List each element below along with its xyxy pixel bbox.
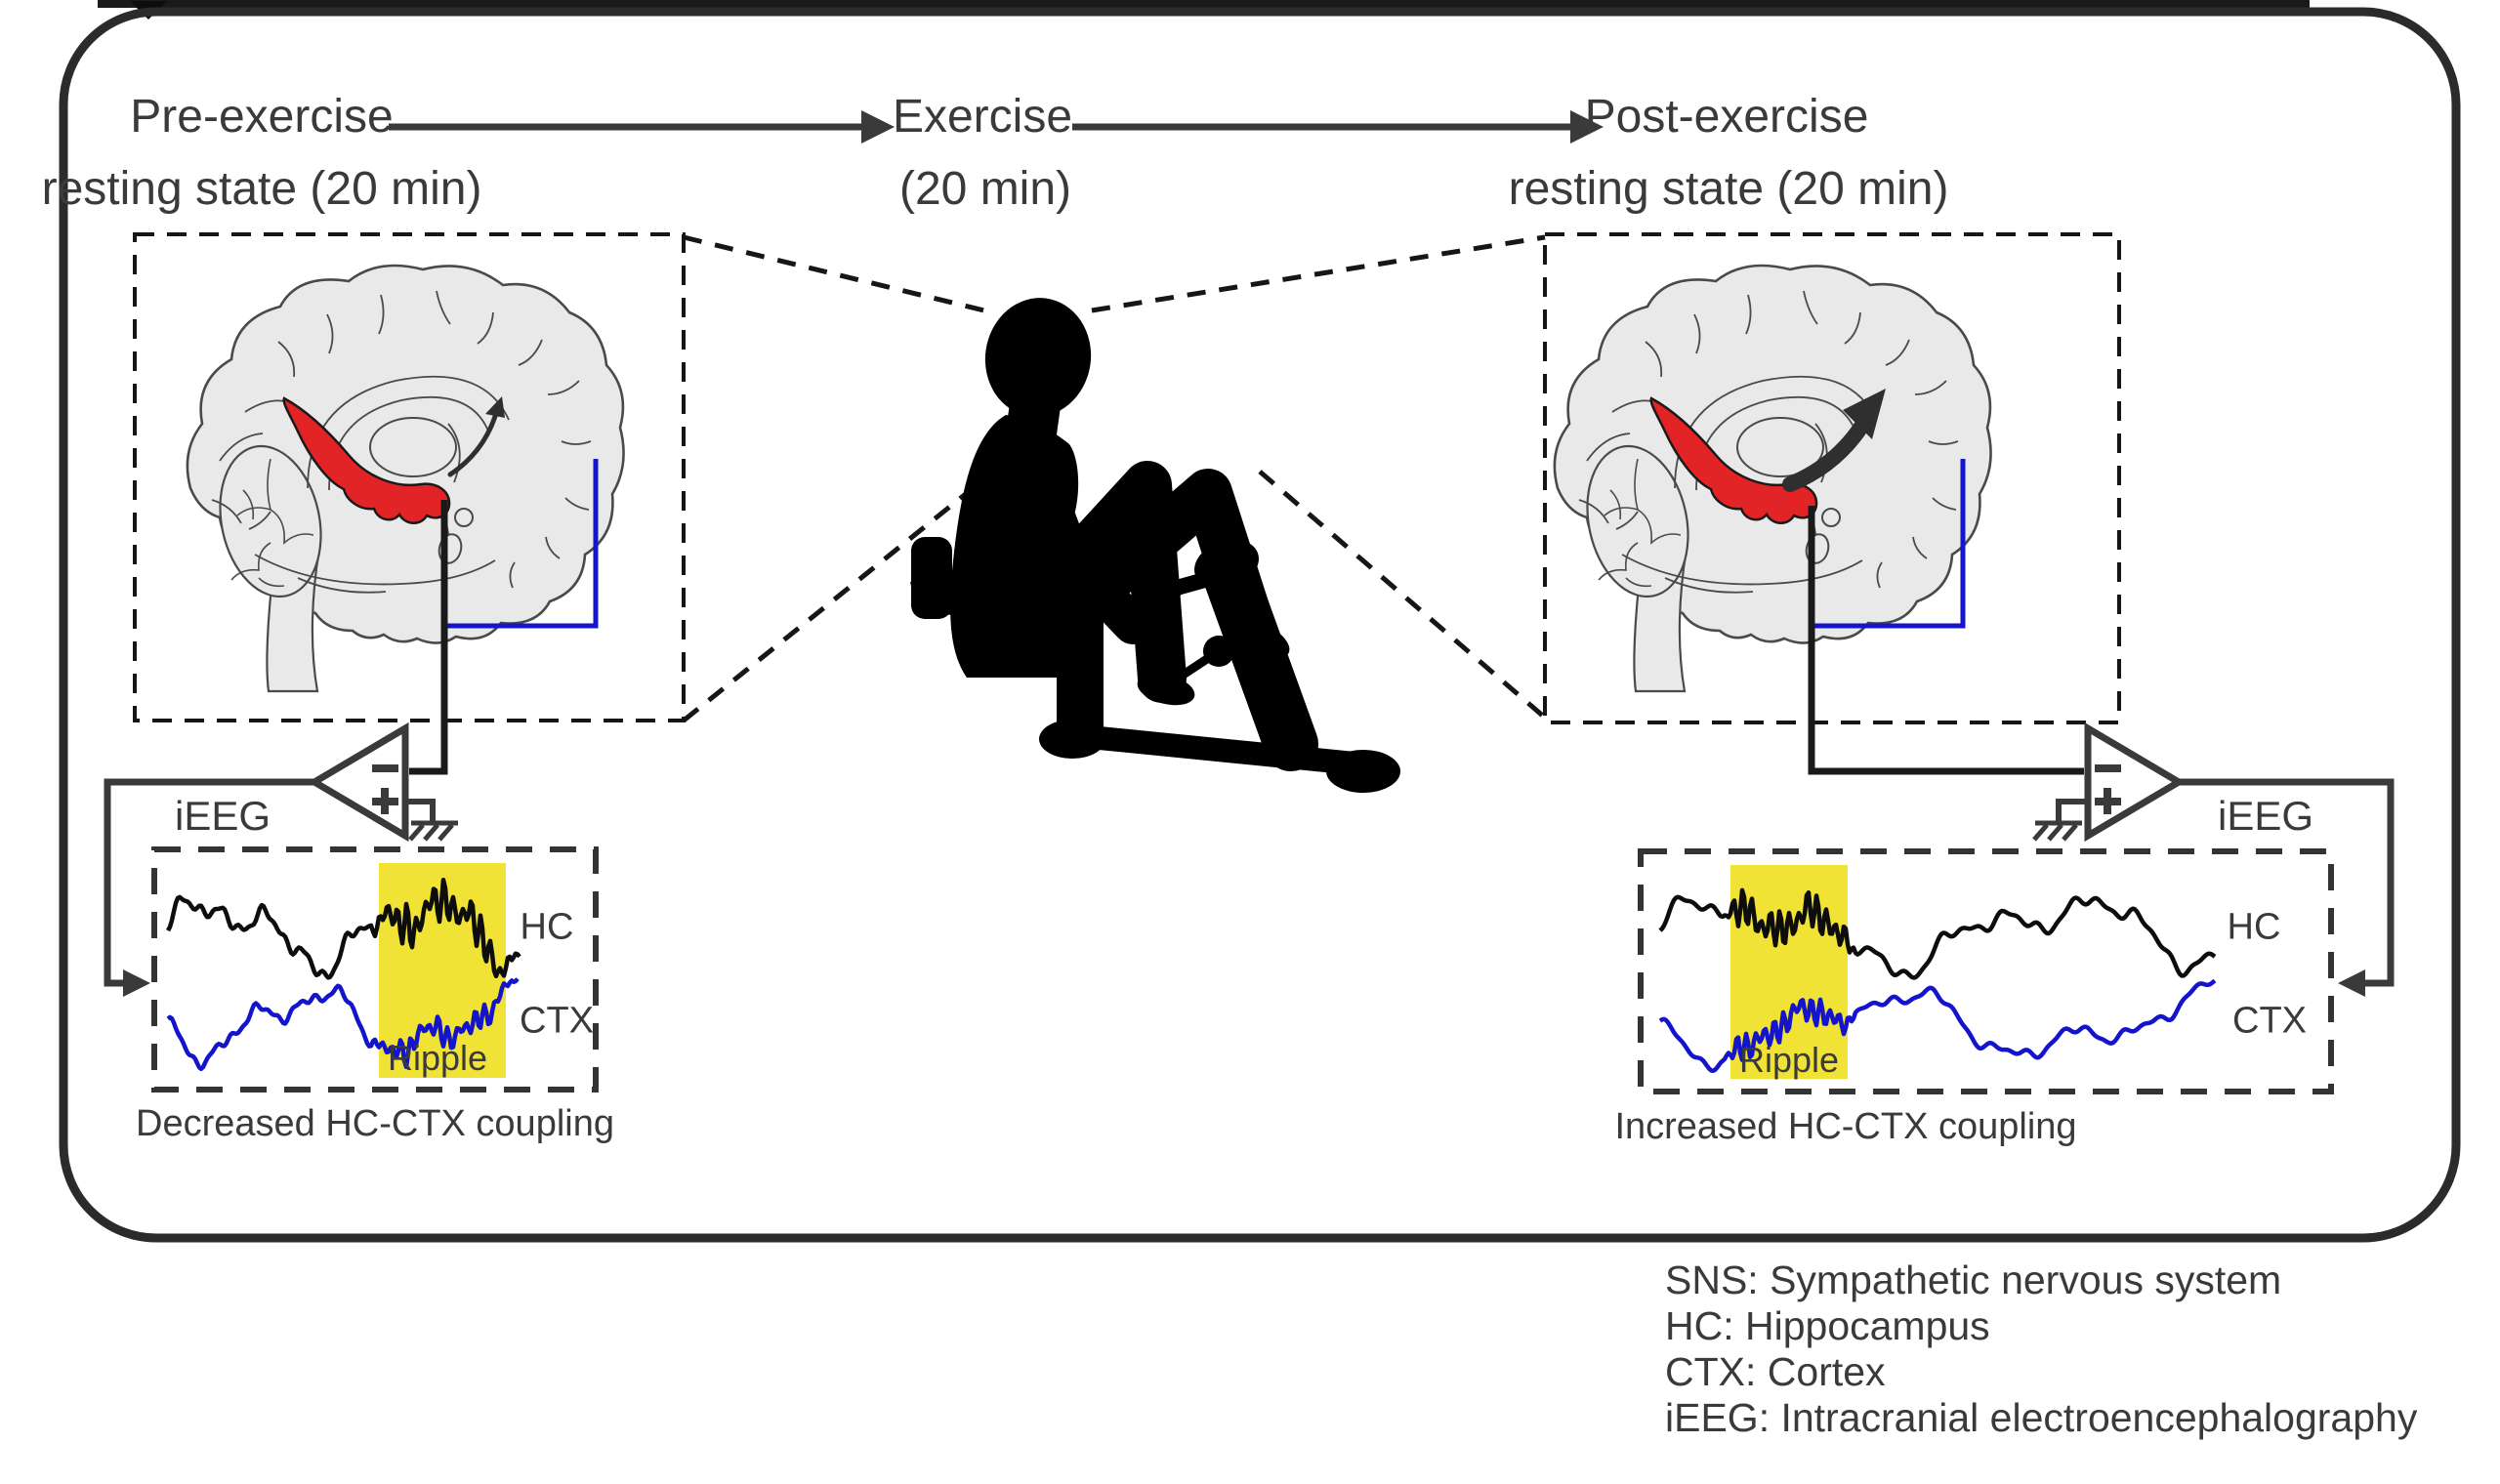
legend-line-ieeg: iEEG: Intracranial electroencephalograph… — [1665, 1395, 2418, 1440]
right-arrowhead-icon — [1570, 110, 1604, 144]
ctx-electrode-bracket-right — [1813, 459, 1966, 629]
foot-back — [1137, 673, 1195, 706]
amp-plus-icon — [381, 788, 389, 814]
legend-line-ctx: CTX: Cortex — [1665, 1349, 1886, 1394]
ripple-label-right: Ripple — [1738, 1040, 1840, 1080]
ground-wire — [405, 799, 436, 823]
opamp-triangle-icon — [2084, 721, 2186, 843]
post-brain-dashed-box — [1543, 232, 2121, 724]
hc-trace-label-right: HC — [2227, 906, 2281, 948]
ground-wire — [2056, 799, 2088, 823]
arm — [1018, 447, 1152, 644]
coupling-caption-left: Decreased HC-CTX coupling — [136, 1103, 614, 1144]
left-arrowhead-icon — [2338, 969, 2365, 997]
legend-line-sns: SNS: Sympathetic nervous system — [1665, 1257, 2282, 1302]
amp-minus-icon — [372, 764, 398, 772]
amp-output-wire-right — [2179, 778, 2395, 987]
right-arrowhead-icon — [123, 969, 150, 997]
ctx-signal-trace — [166, 977, 520, 1072]
stage-label-post-line1: Post-exercise — [1584, 91, 1869, 143]
exerciser-foot — [1039, 720, 1105, 759]
post-exercise-brain-illustration — [1553, 264, 1992, 693]
ctx-electrode-bracket-left — [446, 459, 599, 629]
stage-label-exercise-line1: Exercise — [892, 91, 1073, 143]
amp-plus-icon — [2104, 788, 2111, 814]
hc-signal-trace — [166, 877, 521, 980]
amp-output-wire-left — [104, 778, 314, 987]
amplifier-left — [104, 721, 458, 997]
signal-panel-dashed-box — [151, 846, 599, 1092]
stage-label-post-line2: resting state (20 min) — [1508, 163, 1949, 215]
coupling-caption-right: Increased HC-CTX coupling — [1614, 1106, 2077, 1147]
neck — [1003, 385, 1063, 453]
signal-panel-left — [151, 846, 599, 1092]
ground-icon — [2032, 820, 2082, 842]
amp-minus-icon — [2095, 764, 2121, 772]
person-on-pedal-exerciser-silhouette — [910, 298, 1400, 793]
opamp-triangle-icon — [308, 721, 409, 843]
stage-label-pre-line2: resting state (20 min) — [41, 163, 482, 215]
signal-panel-right — [1638, 848, 2334, 1094]
ctx-signal-trace — [1658, 978, 2217, 1074]
head — [984, 298, 1092, 417]
abbreviation-legend: SNS: Sympathetic nervous system HC: Hipp… — [1665, 1257, 2417, 1441]
stage-label-exercise-line2: (20 min) — [898, 163, 1072, 215]
timeline-arrow-pre-to-exercise — [389, 110, 895, 144]
pre-exercise-brain-illustration — [186, 264, 625, 693]
timeline-arrow-exercise-to-post — [1072, 110, 1604, 144]
amplifier-right — [2032, 721, 2395, 997]
ieeg-label-left: iEEG — [174, 793, 271, 839]
right-arrowhead-icon — [861, 110, 895, 144]
signal-panel-dashed-box — [1638, 848, 2334, 1094]
hc-electrode-wire-right — [1808, 506, 2084, 775]
ctx-trace-label-right: CTX — [2232, 1000, 2307, 1042]
figure-frame — [59, 7, 2461, 1243]
hc-signal-trace — [1658, 887, 2217, 980]
hand — [1124, 612, 1157, 645]
exerciser-foot — [1326, 750, 1400, 793]
foot-front — [1235, 620, 1290, 659]
pre-brain-dashed-box — [133, 232, 686, 722]
hc-electrode-wire-left — [409, 500, 448, 775]
stage-label-pre-line1: Pre-exercise — [130, 91, 394, 143]
ripple-label-left: Ripple — [387, 1038, 488, 1078]
hc-trace-label-left: HC — [520, 906, 574, 948]
ground-icon — [408, 820, 458, 842]
legend-line-hc: HC: Hippocampus — [1665, 1303, 1990, 1348]
ctx-trace-label-left: CTX — [520, 1000, 594, 1042]
exerciser-base — [1048, 722, 1387, 777]
ieeg-label-right: iEEG — [2217, 793, 2314, 839]
zoom-connector-lines — [682, 234, 1547, 722]
